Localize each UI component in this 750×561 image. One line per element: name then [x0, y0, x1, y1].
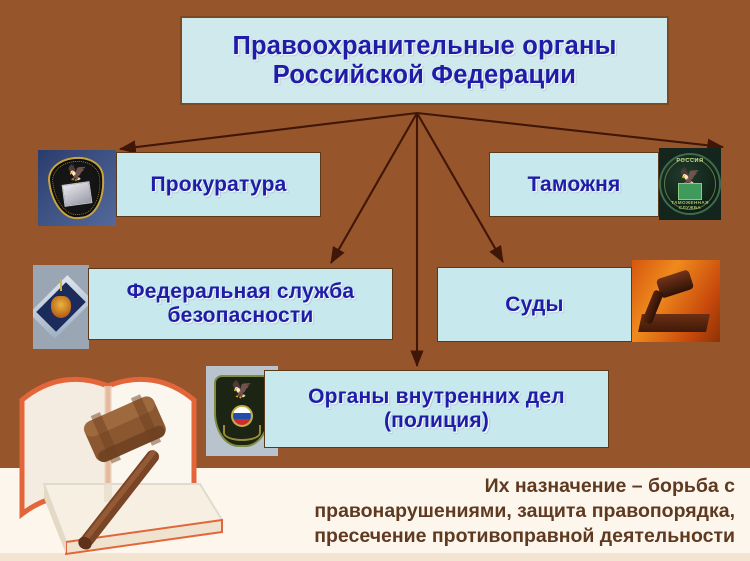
- node-prokuratura-label: Прокуратура: [150, 172, 287, 196]
- node-fsb[interactable]: Федеральная служба безопасности: [88, 268, 393, 340]
- node-fsb-label-line1: Федеральная служба: [126, 280, 355, 304]
- footer-line2: правонарушениями, защита правопорядка,: [314, 499, 735, 522]
- node-tamozhnya-label: Таможня: [527, 172, 621, 196]
- node-ovd-label-line1: Органы внутренних дел: [308, 385, 565, 409]
- prosecutor-badge-icon: 🦅: [38, 150, 116, 226]
- node-ovd-label-line2: (полиция): [383, 409, 490, 432]
- fsb-diamond-icon: [33, 265, 89, 349]
- page-title-line2: Российской Федерации: [272, 60, 577, 89]
- footer-caption: Их назначение – борьба с правонарушениям…: [255, 474, 735, 549]
- customs-emblem-icon: РОССИЯ 🦅 ТАМОЖЕННАЯ СЛУЖБА: [659, 148, 721, 220]
- node-sudy-label: Суды: [505, 292, 564, 316]
- page-title-line1: Правоохранительные органы: [232, 31, 617, 60]
- customs-emblem-bottom-text: ТАМОЖЕННАЯ СЛУЖБА: [671, 200, 709, 210]
- bottom-strip: [0, 553, 750, 561]
- footer-line3: пресечение противоправной деятельности: [314, 524, 735, 547]
- node-ovd[interactable]: Органы внутренних дел (полиция): [264, 370, 609, 448]
- open-book-with-gavel-illustration: [19, 376, 224, 556]
- node-fsb-label-line2: безопасности: [167, 304, 314, 327]
- footer-line1: Их назначение – борьба с: [484, 475, 735, 497]
- customs-emblem-top-text: РОССИЯ: [676, 158, 704, 164]
- gavel-photo-icon: [632, 260, 720, 342]
- node-tamozhnya[interactable]: Таможня: [489, 152, 659, 217]
- node-prokuratura[interactable]: Прокуратура: [116, 152, 321, 217]
- node-sudy[interactable]: Суды: [437, 267, 632, 342]
- page-title: Правоохранительные органы Российской Фед…: [180, 16, 669, 105]
